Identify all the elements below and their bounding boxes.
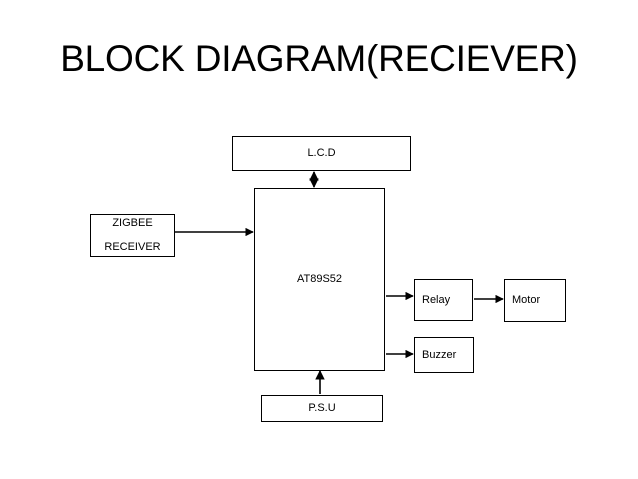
block-zigbee-receiver-label-line1: ZIGBEE [112,217,153,230]
block-buzzer-label: Buzzer [422,348,457,361]
block-relay[interactable]: Relay [414,279,473,321]
block-psu[interactable]: P.S.U [261,395,383,422]
block-zigbee-receiver-label: ZIGBEE RECEIVER [104,216,160,255]
block-lcd-label: L.C.D [307,147,336,160]
block-motor[interactable]: Motor [504,279,566,322]
block-relay-label: Relay [422,293,451,306]
block-microcontroller-label: AT89S52 [296,273,343,286]
block-zigbee-receiver[interactable]: ZIGBEE RECEIVER [90,214,175,257]
block-buzzer[interactable]: Buzzer [414,337,474,373]
block-microcontroller[interactable]: AT89S52 [254,188,385,371]
block-lcd[interactable]: L.C.D [232,136,411,171]
block-zigbee-receiver-label-line2: RECEIVER [104,241,161,253]
block-psu-label: P.S.U [308,402,336,415]
page-title: BLOCK DIAGRAM(RECIEVER) [60,38,578,79]
block-motor-label: Motor [512,294,541,307]
